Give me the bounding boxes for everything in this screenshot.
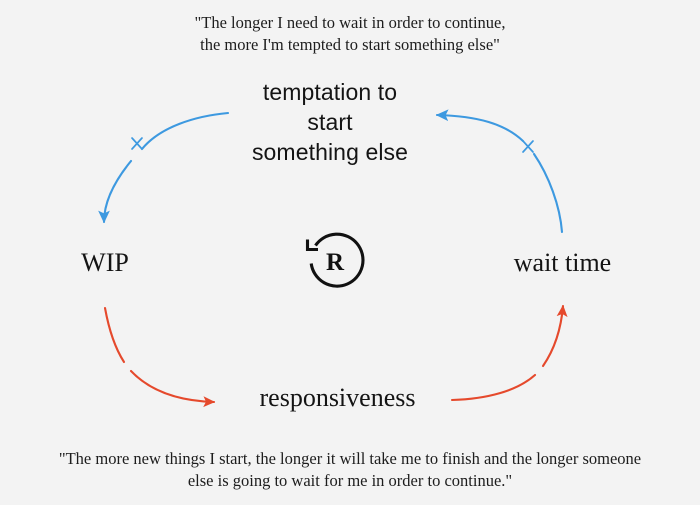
loop-marker-label: R xyxy=(325,248,345,276)
link-marker-x-left xyxy=(131,137,143,150)
link-marker-x-right xyxy=(522,140,534,153)
loop-arrow-icon xyxy=(305,232,365,288)
node-wip: WIP xyxy=(81,248,129,277)
reinforcing-loop-marker: R xyxy=(297,223,373,299)
node-temptation-to-start-something-else: temptation to start something else xyxy=(251,79,409,165)
quote-top: "The longer I need to wait in order to c… xyxy=(194,13,506,55)
link-responsiveness-to-wait-time xyxy=(450,304,568,402)
link-wait-time-to-temptation xyxy=(435,109,564,234)
link-wip-to-responsiveness xyxy=(103,306,216,408)
node-responsiveness: responsiveness xyxy=(259,383,416,412)
node-wait-time: wait time xyxy=(513,248,612,277)
link-temptation-to-wip xyxy=(98,111,230,224)
quote-bottom: "The more new things I start, the longer… xyxy=(58,449,642,491)
